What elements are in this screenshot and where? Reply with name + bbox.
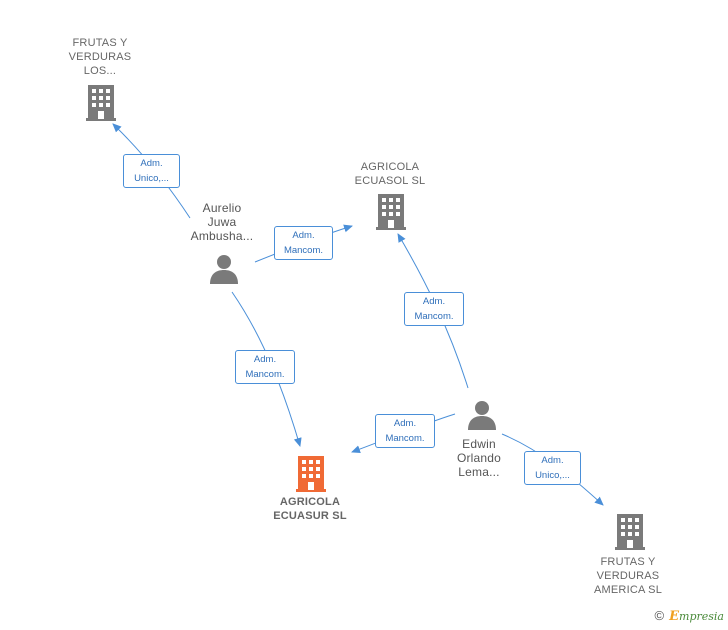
building-icon-highlighted[interactable] — [296, 456, 326, 492]
building-icon[interactable] — [376, 194, 406, 230]
company-label-frutas-los[interactable]: FRUTAS Y VERDURAS LOS... — [68, 37, 132, 77]
company-label-agricola-ecuasol[interactable]: AGRICOLA ECUASOL SL — [354, 161, 426, 187]
brand-initial: E — [669, 609, 680, 624]
building-icon[interactable] — [86, 85, 116, 121]
edge-label-aurelio-frutas-los[interactable]: Adm. Unico,... — [123, 154, 180, 188]
company-label-agricola-ecuasur[interactable]: AGRICOLA ECUASUR SL — [273, 496, 347, 522]
company-label-frutas-america[interactable]: FRUTAS Y VERDURAS AMERICA SL — [593, 556, 663, 596]
copyright-symbol: © — [654, 608, 665, 623]
person-label-aurelio[interactable]: Aurelio Juwa Ambusha... — [190, 201, 254, 243]
person-icon[interactable] — [209, 254, 239, 284]
edge-label-aurelio-ecuasur[interactable]: Adm. Mancom. — [235, 350, 295, 384]
building-icon[interactable] — [615, 514, 645, 550]
edge-label-aurelio-ecuasol[interactable]: Adm. Mancom. — [274, 226, 333, 260]
edge-label-edwin-frutas-america[interactable]: Adm. Unico,... — [524, 451, 581, 485]
footer-brand: © Empresia — [654, 608, 724, 624]
edge-label-edwin-ecuasur[interactable]: Adm. Mancom. — [375, 414, 435, 448]
person-label-edwin[interactable]: Edwin Orlando Lema... — [456, 437, 502, 479]
brand-name: mpresia — [679, 610, 724, 623]
edge-label-edwin-ecuasol[interactable]: Adm. Mancom. — [404, 292, 464, 326]
person-icon[interactable] — [467, 400, 497, 430]
